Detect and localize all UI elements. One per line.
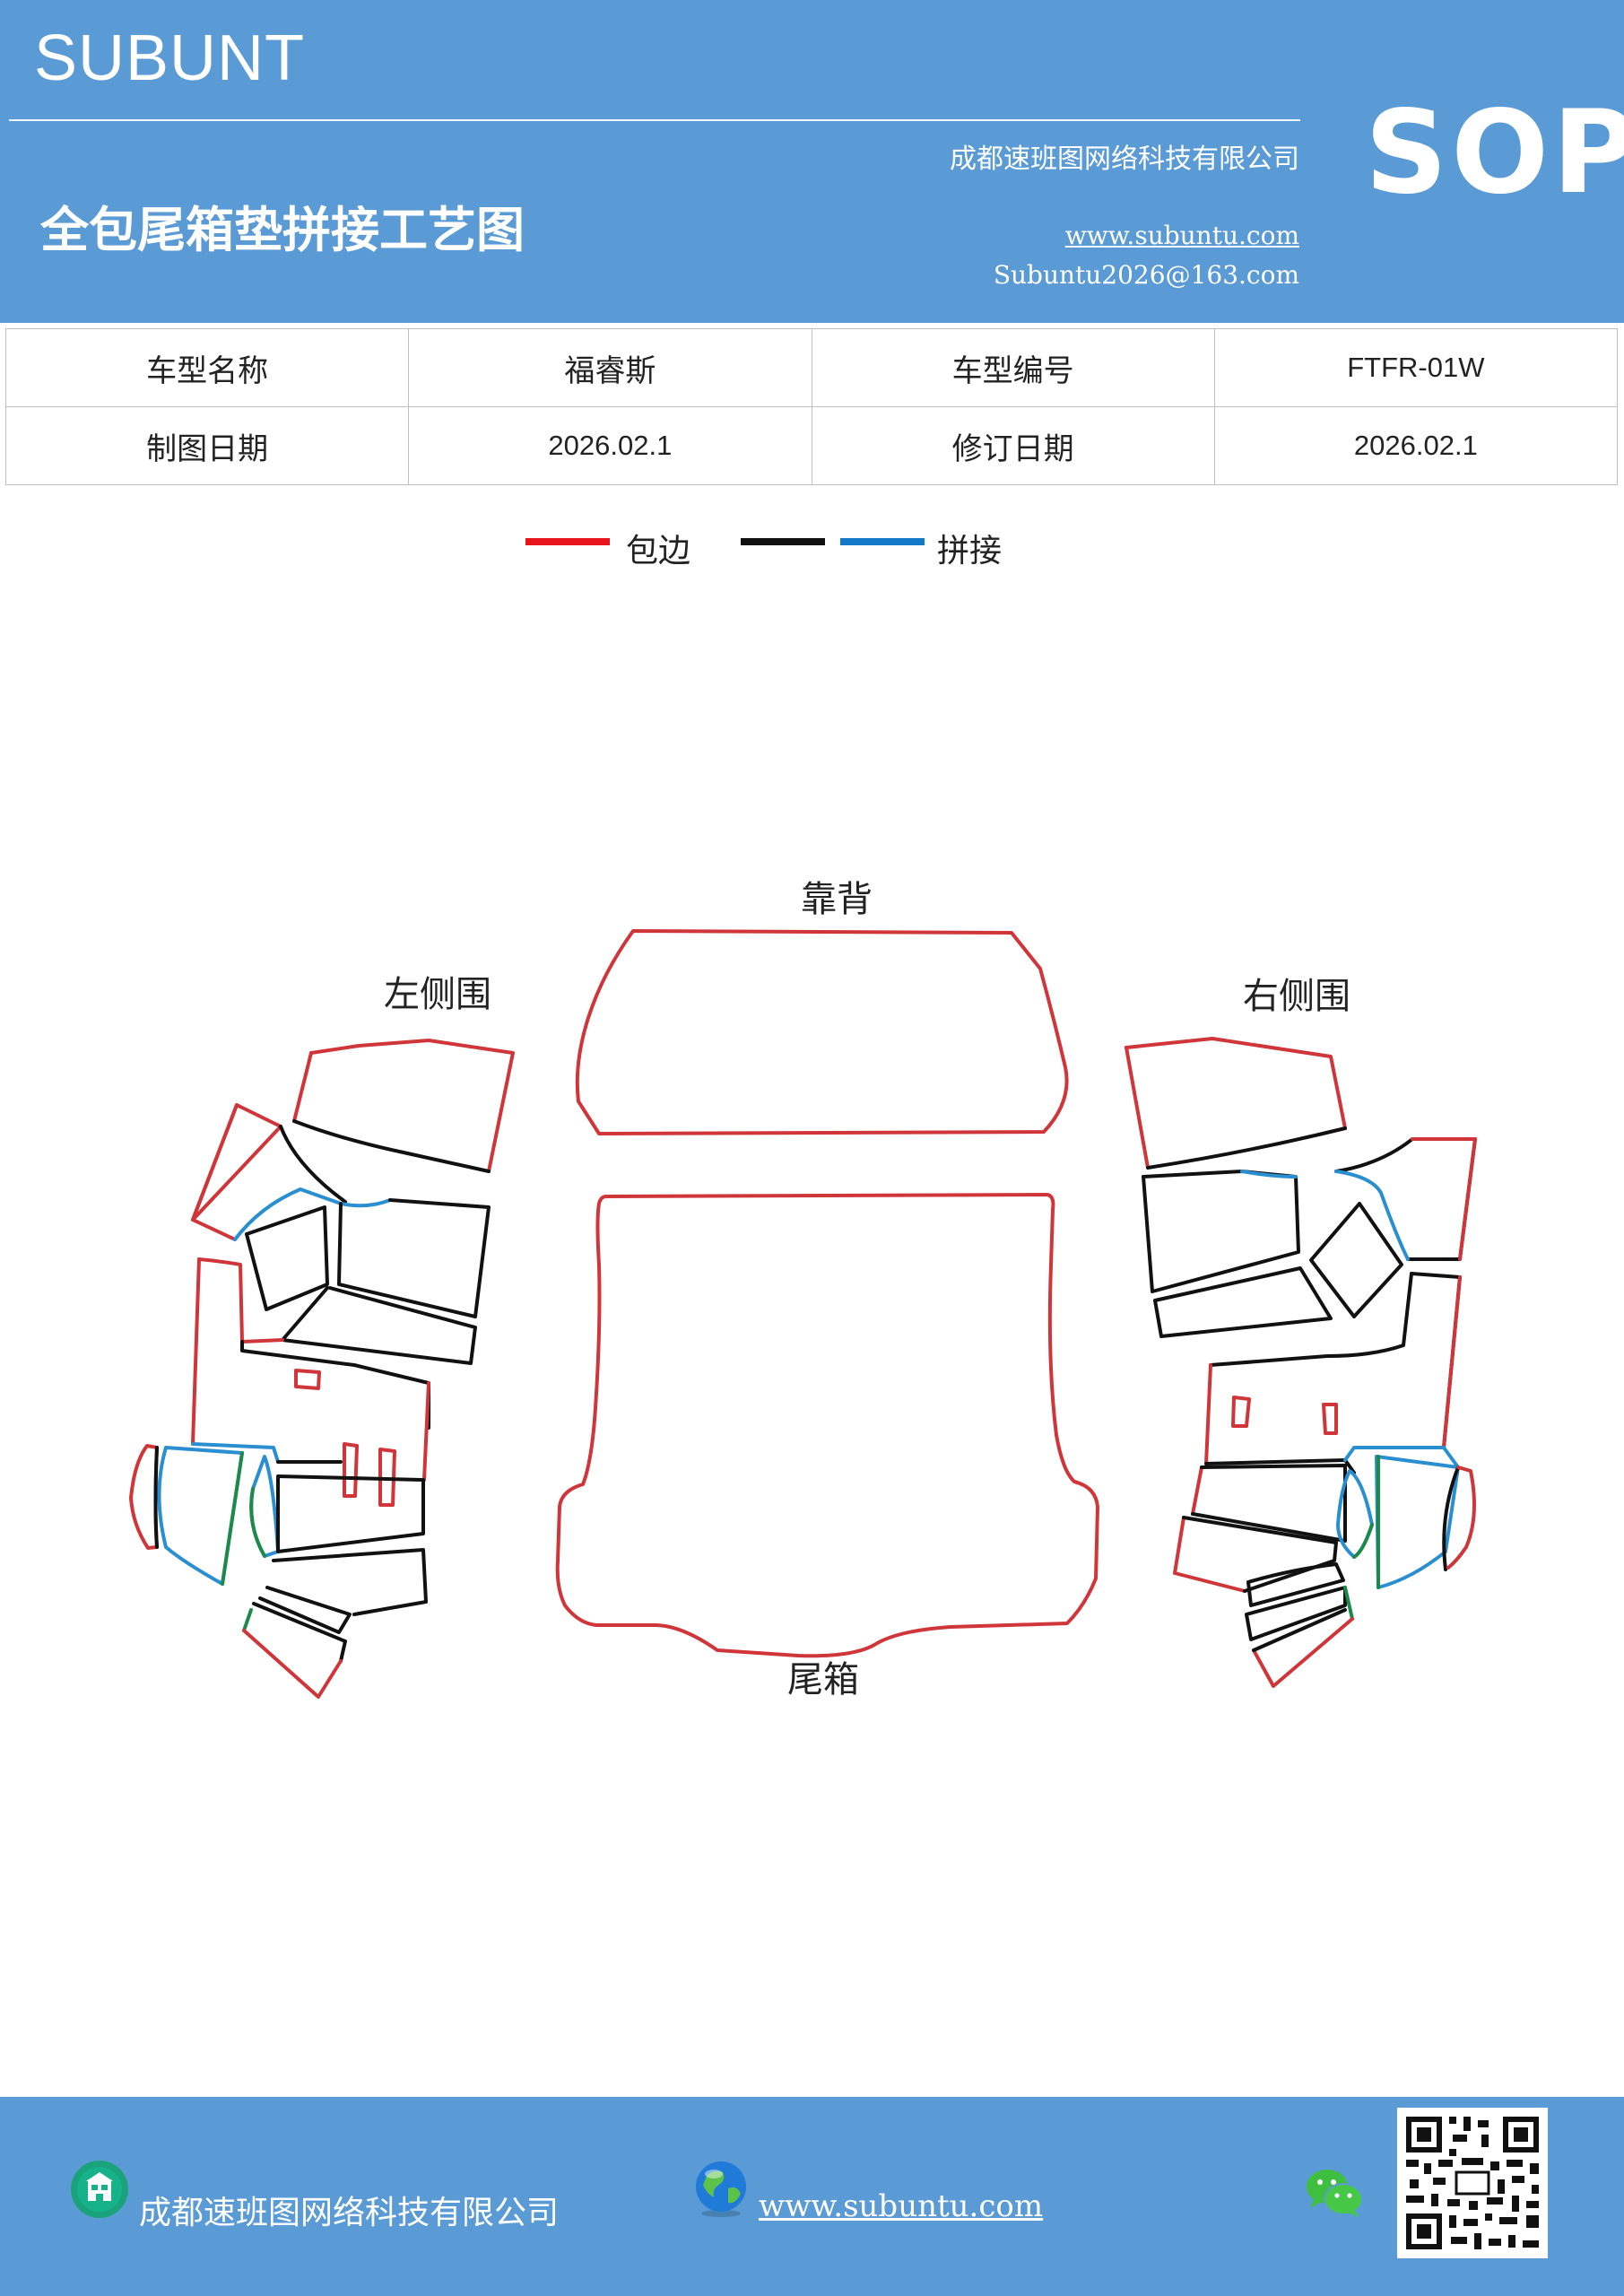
company-name: 成都速班图网络科技有限公司 [950, 144, 1299, 175]
draw-date-label: 制图日期 [4, 406, 410, 485]
table-row: 车型名称 福睿斯 车型编号 FTFR-01W [4, 328, 1619, 407]
draw-date-value: 2026.02.1 [408, 406, 812, 485]
legend-label-edge: 包边 [626, 533, 691, 570]
footer-company: 成都速班图网络科技有限公司 [139, 2195, 560, 2231]
sop-badge: SOP [1365, 86, 1624, 220]
header-banner: SUBUNT 成都速班图网络科技有限公司 全包尾箱垫拼接工艺图 www.subu… [0, 0, 1624, 323]
revise-date-value: 2026.02.1 [1213, 406, 1619, 485]
header-divider [9, 119, 1300, 121]
table-row: 制图日期 2026.02.1 修订日期 2026.02.1 [4, 406, 1619, 485]
trunk-floor-piece [555, 1193, 1099, 1658]
model-name-label: 车型名称 [4, 328, 410, 407]
email-address: Subuntu2026@163.com [993, 260, 1299, 290]
model-code-label: 车型编号 [811, 328, 1215, 407]
document-title: 全包尾箱垫拼接工艺图 [40, 202, 525, 258]
building-icon [71, 2161, 128, 2218]
legend-red-line [525, 538, 610, 545]
qr-code[interactable] [1397, 2108, 1548, 2258]
globe-icon [696, 2161, 746, 2217]
right-side-panel [1125, 1037, 1477, 1688]
revise-date-label: 修订日期 [811, 406, 1215, 485]
left-side-panel [129, 1039, 515, 1699]
label-left-side: 左侧围 [384, 974, 491, 1015]
wechat-icon[interactable] [1305, 2167, 1364, 2219]
legend-black-line [741, 538, 825, 545]
label-back: 靠背 [801, 879, 873, 920]
model-name-value: 福睿斯 [408, 328, 812, 407]
mat-layout-diagram: 靠背 左侧围 右侧围 尾箱 [129, 879, 1477, 1700]
label-right-side: 右侧围 [1243, 976, 1350, 1017]
brand-name: SUBUNT [34, 22, 306, 94]
legend-label-seam: 拼接 [937, 533, 1003, 570]
model-code-value: FTFR-01W [1213, 328, 1619, 407]
label-trunk: 尾箱 [787, 1659, 859, 1700]
backrest-piece [575, 929, 1069, 1135]
website-link[interactable]: www.subuntu.com [1064, 221, 1299, 250]
footer-banner: 成都速班图网络科技有限公司 www.subuntu.com [0, 2097, 1624, 2296]
footer-website-link[interactable]: www.subuntu.com [759, 2188, 1044, 2224]
legend-blue-line [840, 538, 925, 545]
vehicle-info-table: 车型名称 福睿斯 车型编号 FTFR-01W 制图日期 2026.02.1 修订… [4, 328, 1619, 485]
